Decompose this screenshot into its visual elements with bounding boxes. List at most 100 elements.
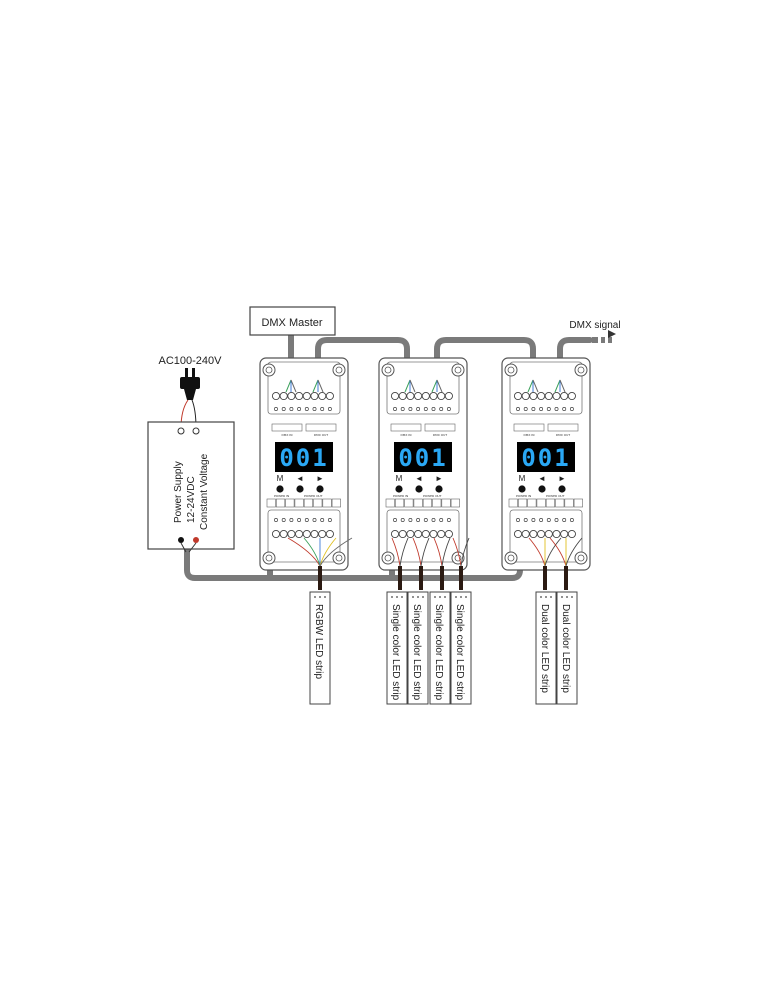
mounting-hole-inner bbox=[454, 366, 462, 374]
output-wire bbox=[420, 537, 430, 567]
power-terminal-pin bbox=[297, 518, 302, 522]
dmx-screw-terminal bbox=[421, 391, 430, 401]
mode-button[interactable] bbox=[276, 485, 284, 493]
strip-pad bbox=[444, 596, 446, 598]
right-button[interactable] bbox=[316, 485, 324, 493]
dmx-screw-terminal bbox=[537, 391, 546, 401]
strip-pad bbox=[396, 596, 398, 598]
power-terminal-pin bbox=[408, 518, 413, 522]
dmx-screw-terminal bbox=[325, 391, 334, 401]
dmx-terminal-pin bbox=[523, 407, 528, 411]
dmx-terminal-pin bbox=[431, 407, 436, 411]
power-terminal-pin bbox=[523, 518, 528, 522]
power-out-label: POWER OUT bbox=[423, 494, 442, 498]
dmx-terminal-pin bbox=[569, 407, 574, 411]
output-wire bbox=[399, 537, 409, 567]
right-button[interactable] bbox=[435, 485, 443, 493]
output-wire bbox=[549, 537, 567, 567]
power-supply: Power Supply 12-24VDC Constant Voltage bbox=[147, 421, 235, 550]
button-label-2: ► bbox=[558, 474, 566, 483]
power-terminal-plate bbox=[313, 498, 323, 508]
power-terminal-plate bbox=[285, 498, 295, 508]
power-terminal-plate bbox=[394, 498, 405, 508]
left-button[interactable] bbox=[296, 485, 304, 493]
dmx-screw-terminal bbox=[310, 391, 319, 401]
output-wire bbox=[319, 537, 337, 567]
power-in-label: POWER IN bbox=[516, 494, 531, 498]
power-out-label: POWER OUT bbox=[304, 494, 323, 498]
mode-button[interactable] bbox=[518, 485, 526, 493]
strip-pad bbox=[439, 596, 441, 598]
output-wire bbox=[528, 537, 546, 567]
power-in-label: POWER IN bbox=[393, 494, 408, 498]
led-strip-5: Single color LED strip bbox=[450, 591, 472, 705]
strip-pad bbox=[465, 596, 467, 598]
power-screw-terminal bbox=[318, 529, 327, 539]
power-terminal-plate bbox=[555, 498, 565, 508]
mounting-hole-inner bbox=[507, 366, 515, 374]
dmx-out-plate bbox=[305, 423, 337, 432]
dmx-terminal-pin bbox=[281, 407, 286, 411]
dmx-master-label: DMX Master bbox=[261, 317, 322, 329]
mounting-hole-inner bbox=[265, 366, 273, 374]
left-button[interactable] bbox=[415, 485, 423, 493]
output-wire bbox=[452, 537, 462, 567]
strip-pad bbox=[545, 596, 547, 598]
left-button[interactable] bbox=[538, 485, 546, 493]
strip-cable-2 bbox=[398, 566, 402, 590]
power-terminal-pin bbox=[446, 518, 451, 522]
mounting-hole-inner bbox=[577, 554, 585, 562]
dmx-terminal-pin bbox=[546, 407, 551, 411]
strip-label: Single color LED strip bbox=[411, 604, 422, 701]
strip-pad bbox=[412, 596, 414, 598]
dmx-wire bbox=[532, 379, 539, 393]
power-terminal-plate bbox=[385, 498, 395, 508]
power-terminal-pin bbox=[516, 518, 520, 522]
dmx-screw-terminal bbox=[552, 391, 561, 401]
button-label-0: M bbox=[519, 474, 526, 483]
power-terminal-plate bbox=[564, 498, 574, 508]
dmx-terminal-pin bbox=[320, 407, 325, 411]
dmx-wire bbox=[554, 379, 561, 393]
strip-body bbox=[450, 591, 472, 705]
mode-button[interactable] bbox=[395, 485, 403, 493]
power-in-label: POWER IN bbox=[274, 494, 289, 498]
power-terminal-pin bbox=[327, 518, 332, 522]
power-screw-terminal bbox=[295, 529, 304, 539]
power-screw-terminal bbox=[560, 529, 569, 539]
power-terminal-plate bbox=[322, 498, 332, 508]
dmx-screw-terminal bbox=[398, 391, 407, 401]
power-screw-terminal bbox=[414, 529, 423, 539]
power-screw-terminal bbox=[521, 529, 530, 539]
dmx-screw-terminal bbox=[444, 391, 453, 401]
power-screw-terminal bbox=[287, 529, 296, 539]
dmx-terminal-pin bbox=[289, 407, 294, 411]
power-terminal-plate bbox=[508, 498, 518, 508]
power-terminal-pin bbox=[400, 518, 405, 522]
led-strip-3: Single color LED strip bbox=[407, 591, 429, 705]
dmx-master: DMX Master bbox=[249, 306, 336, 336]
ac-plug-icon bbox=[180, 368, 200, 400]
right-button[interactable] bbox=[558, 485, 566, 493]
power-screw-terminal bbox=[544, 529, 553, 539]
strip-label: Single color LED strip bbox=[390, 604, 401, 701]
mounting-hole-inner bbox=[384, 554, 392, 562]
psu-output-wires bbox=[180, 542, 197, 553]
display-value: 001 bbox=[279, 444, 328, 472]
dmx-wire bbox=[527, 379, 534, 393]
button-label-1: ◄ bbox=[415, 474, 423, 483]
power-terminal-pin bbox=[554, 518, 559, 522]
power-terminal-plate bbox=[422, 498, 433, 508]
dmx-terminal-pin bbox=[327, 407, 332, 411]
strip-pad bbox=[324, 596, 326, 598]
power-terminal-plate bbox=[527, 498, 537, 508]
power-terminal-pin bbox=[431, 518, 436, 522]
power-terminal-plate bbox=[517, 498, 528, 508]
mounting-hole-inner bbox=[384, 366, 392, 374]
dmx-terminal-pin bbox=[312, 407, 317, 411]
dmx-screw-terminal bbox=[567, 391, 576, 401]
power-terminal-plate bbox=[536, 498, 546, 508]
dmx-terminal-pin bbox=[408, 407, 413, 411]
